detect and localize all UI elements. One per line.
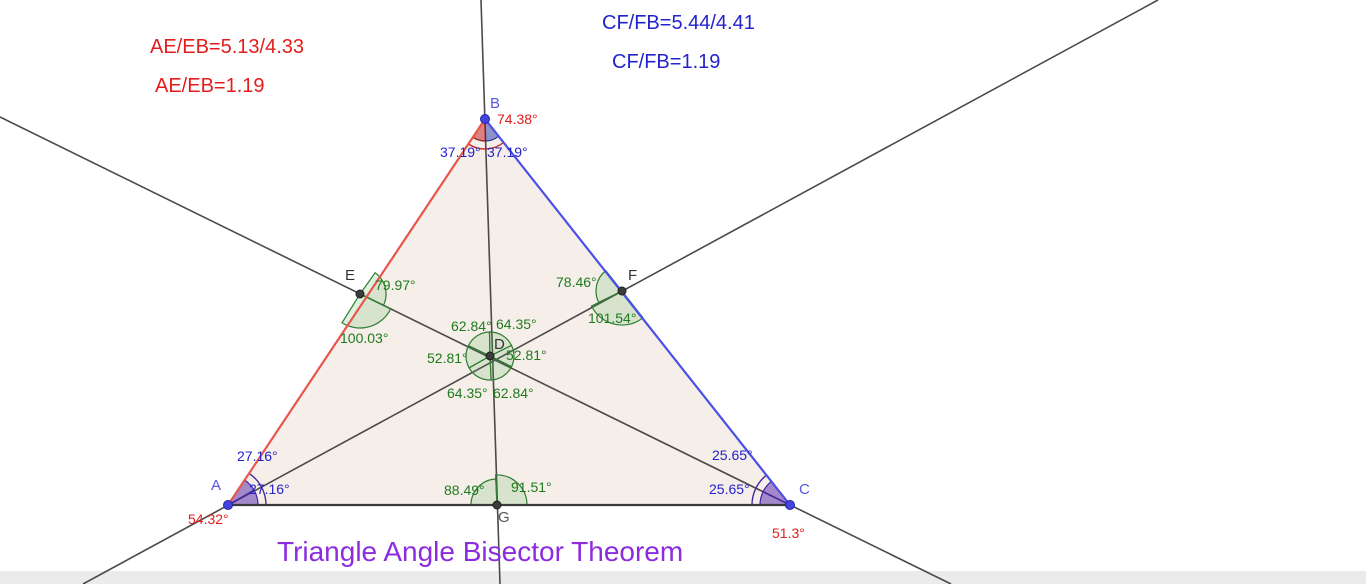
ratio-label-ae-raw[interactable]: AE/EB=5.13/4.33 (150, 36, 304, 58)
point-label-f: F (628, 267, 637, 284)
angle-arcs-at-a (225, 472, 267, 506)
angle-arcs-at-d (465, 331, 515, 381)
angle-label-d-right: 52.81° (506, 347, 547, 363)
angle-arc-g-left (470, 478, 498, 506)
angle-labels: 74.38° 37.19° 37.19° 27.16° 27.16° 54.32… (188, 111, 805, 541)
angle-label-c-half-lower: 25.65° (709, 481, 750, 497)
point-a[interactable] (223, 500, 233, 510)
angle-label-f-lower: 101.54° (588, 310, 636, 326)
point-d (485, 351, 495, 361)
points (223, 114, 795, 510)
angle-label-g-right: 91.51° (511, 479, 552, 495)
angle-label-c-half-upper: 25.65° (712, 447, 753, 463)
point-b[interactable] (480, 114, 490, 124)
angle-label-b-half-left: 37.19° (440, 144, 481, 160)
angle-label-b-full: 74.38° (497, 111, 538, 127)
angle-label-a-full: 54.32° (188, 511, 229, 527)
segment-ab[interactable] (226, 117, 487, 507)
angle-label-f-upper: 78.46° (556, 274, 597, 290)
angle-arc-f-lower (590, 290, 644, 326)
point-labels: A B C D E F G (211, 95, 810, 526)
point-label-d: D (494, 336, 505, 353)
point-label-e: E (345, 267, 355, 284)
point-label-c: C (799, 481, 810, 498)
point-label-g: G (498, 509, 510, 526)
angle-arc-g-right (494, 474, 528, 506)
point-g (492, 500, 502, 510)
triangle-interior (228, 119, 790, 505)
angle-arc-a-outer (248, 472, 267, 506)
ratio-label-cf-raw[interactable]: CF/FB=5.44/4.41 (602, 12, 755, 34)
angle-bisector-line-from-b[interactable] (480, 0, 501, 584)
angle-label-d-bottom-left: 64.35° (447, 385, 488, 401)
point-e (355, 289, 365, 299)
angle-arc-e-lower (341, 293, 392, 329)
angle-label-a-half-upper: 27.16° (237, 448, 278, 464)
point-f (617, 286, 627, 296)
angle-arc-c-outer (751, 474, 767, 506)
angle-label-e-lower: 100.03° (340, 330, 388, 346)
angle-label-g-left: 88.49° (444, 482, 485, 498)
angle-label-c-full: 51.3° (772, 525, 805, 541)
canvas-bottom-strip (0, 571, 1366, 584)
angle-arc-b-full-outer (468, 141, 505, 150)
ratio-annotations: AE/EB=5.13/4.33 AE/EB=1.19 CF/FB=5.44/4.… (150, 12, 755, 97)
angle-label-a-half-lower: 27.16° (249, 481, 290, 497)
angle-label-d-top-left: 62.84° (451, 318, 492, 334)
angle-label-b-half-right: 37.19° (487, 144, 528, 160)
angle-arc-d-left (465, 344, 492, 369)
angle-arcs-at-g (470, 474, 528, 506)
angle-label-d-bottom-right: 62.84° (493, 385, 534, 401)
angle-label-d-left: 52.81° (427, 350, 468, 366)
angle-label-d-top-right: 64.35° (496, 316, 537, 332)
point-label-b: B (490, 95, 500, 112)
triangle-sides (226, 117, 792, 507)
segment-bc[interactable] (483, 117, 792, 507)
point-c[interactable] (785, 500, 795, 510)
page-title: Triangle Angle Bisector Theorem (277, 536, 683, 567)
point-label-a: A (211, 477, 221, 494)
ratio-label-cf-reduced[interactable]: CF/FB=1.19 (612, 51, 720, 73)
ratio-label-ae-reduced[interactable]: AE/EB=1.19 (155, 75, 265, 97)
angle-label-e-upper: 79.97° (375, 277, 416, 293)
